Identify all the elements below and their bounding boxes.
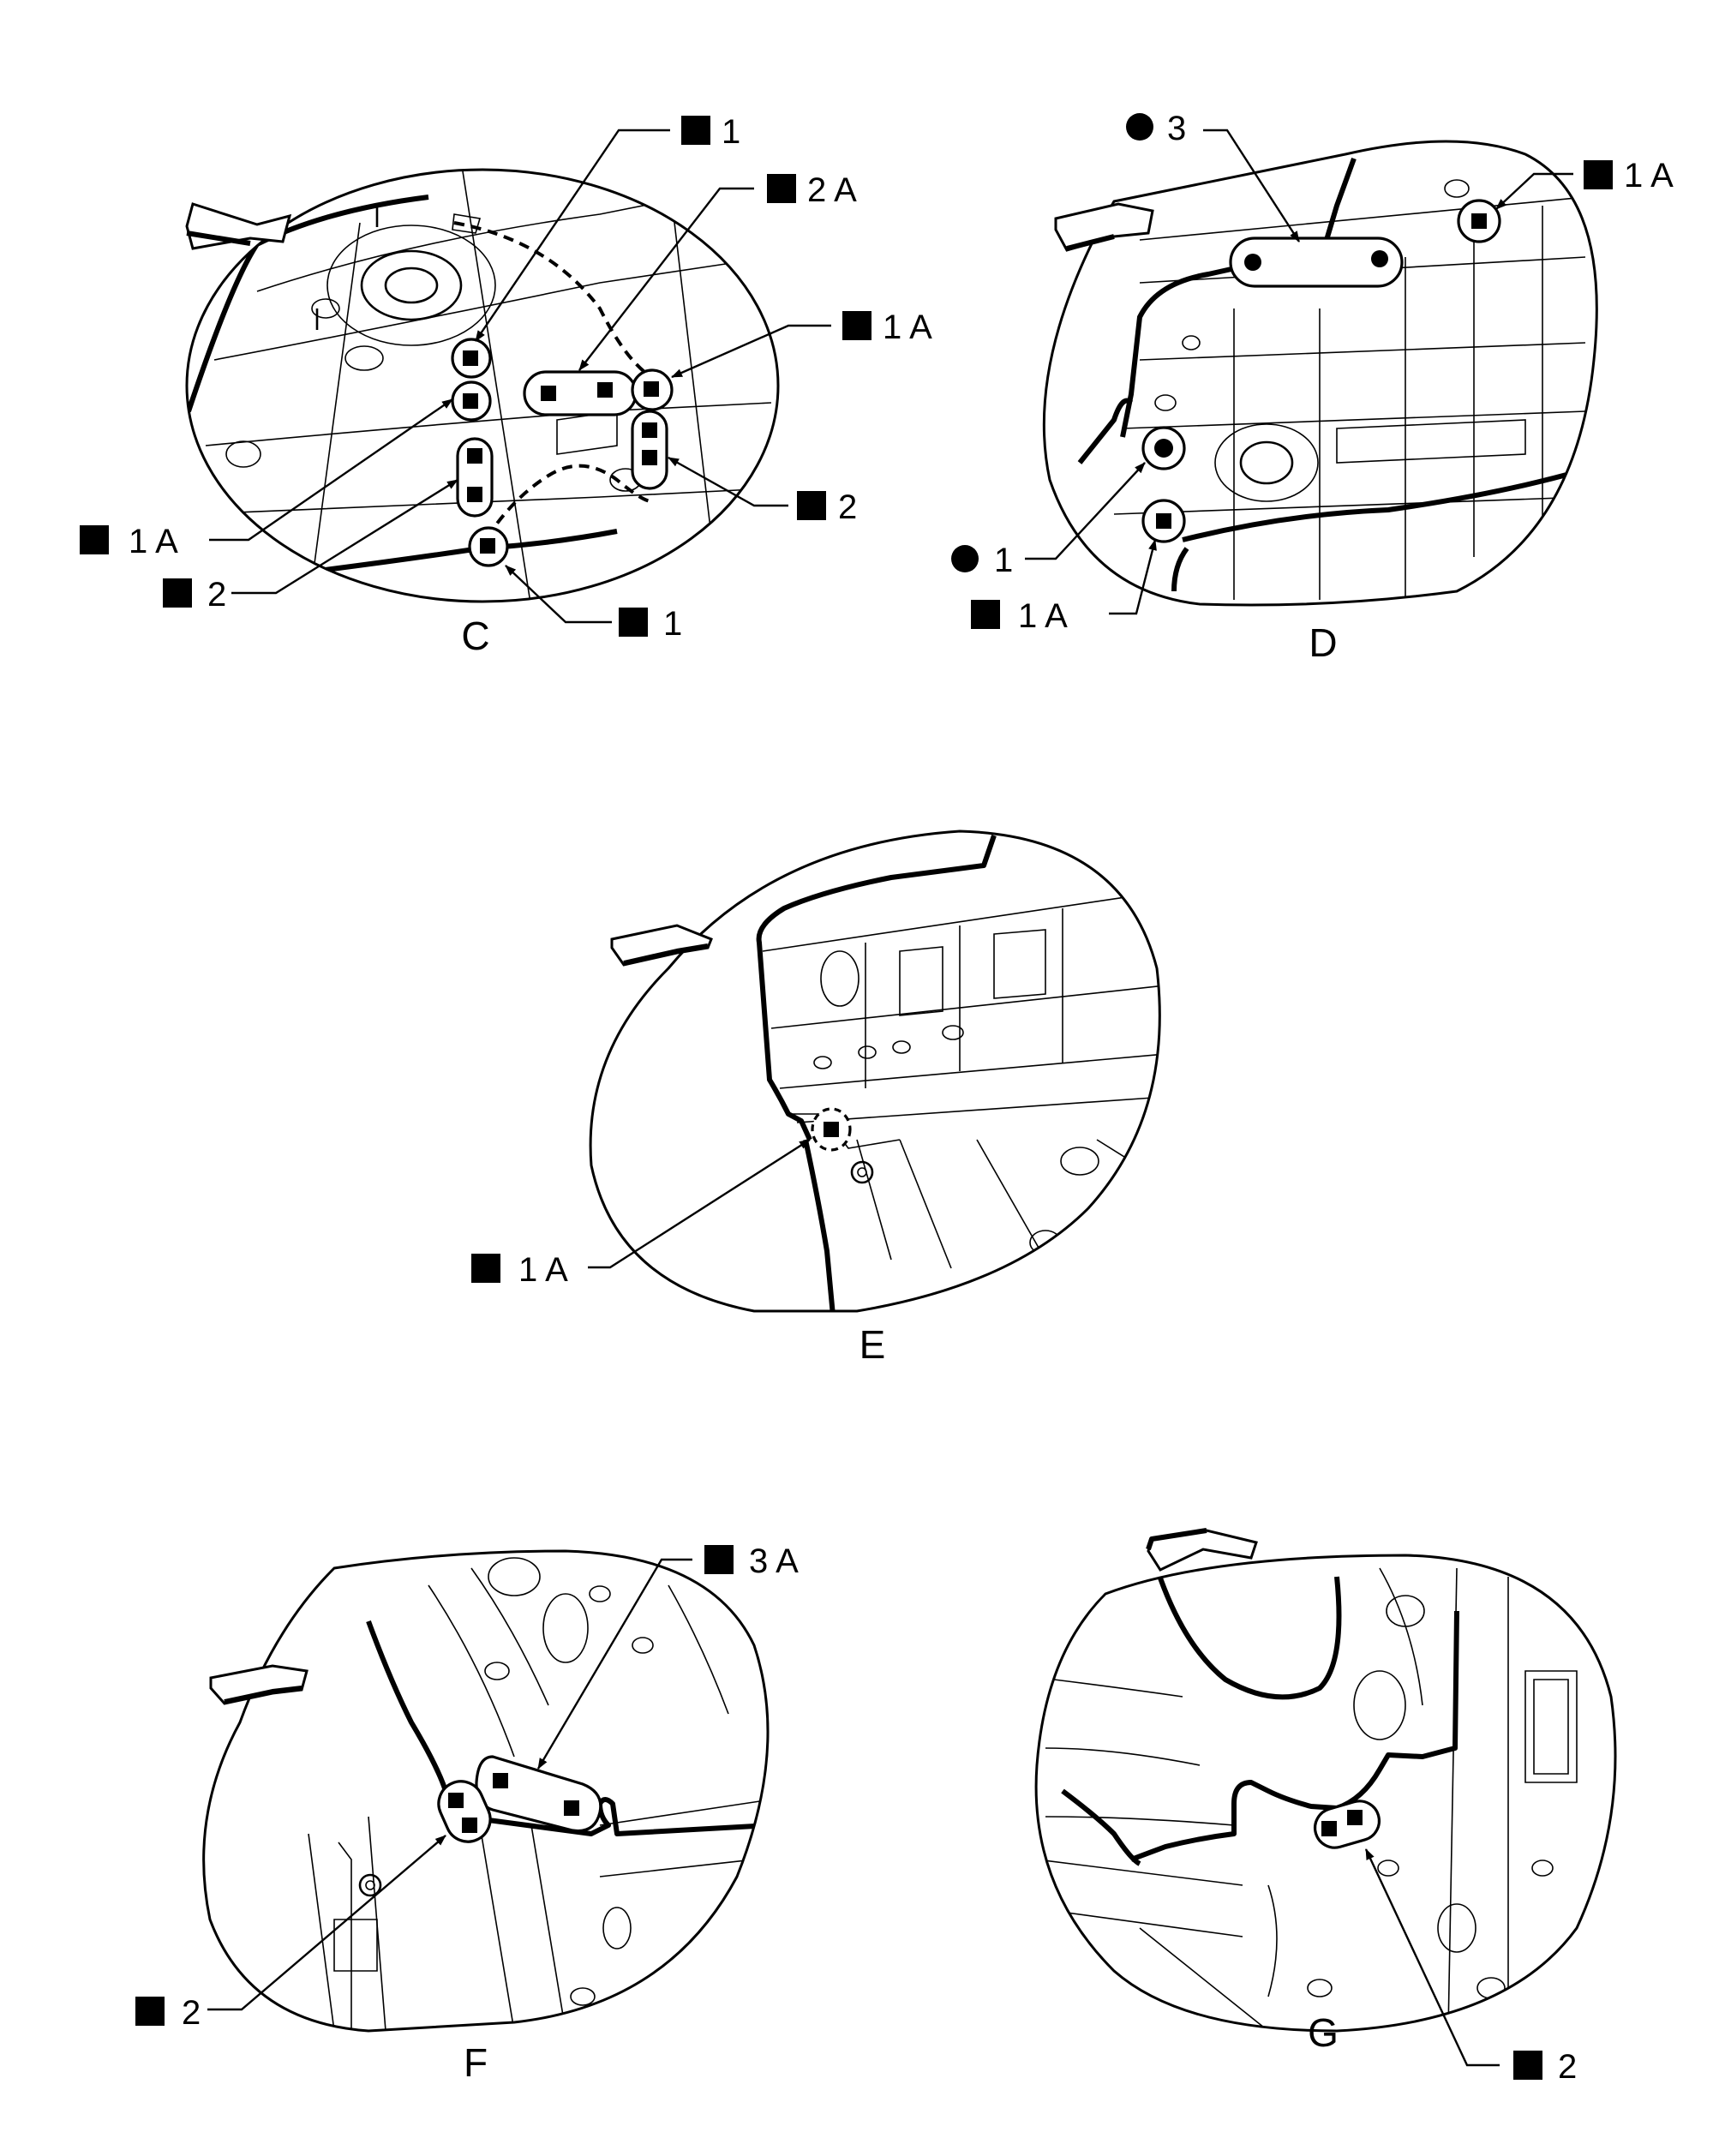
callout-d-1: 1 bbox=[994, 542, 1013, 579]
callout-c-2a: 2 A bbox=[807, 171, 857, 209]
callout-f-2: 2 bbox=[182, 1994, 201, 2032]
view-label-c: C bbox=[461, 614, 489, 658]
callout-c-top-1: 1 bbox=[722, 113, 740, 151]
callout-c-1a-left: 1 A bbox=[129, 523, 178, 560]
direction-arrow-d bbox=[1054, 202, 1154, 252]
callout-d-1a-bottom: 1 A bbox=[1018, 597, 1068, 635]
callout-c-2-right: 2 bbox=[838, 488, 857, 526]
view-c: 1 2 A 1 A 1 A 2 2 1 C bbox=[80, 113, 932, 658]
view-e: 1 A E bbox=[471, 829, 1161, 1367]
view-e-outline bbox=[589, 829, 1161, 1313]
view-g: 2 G bbox=[1034, 1528, 1617, 2086]
view-d-linework bbox=[1077, 157, 1595, 600]
view-g-linework bbox=[1036, 1567, 1578, 2031]
view-g-outline bbox=[1034, 1554, 1617, 2033]
callout-e-1a: 1 A bbox=[518, 1251, 568, 1289]
callout-c-1a-right: 1 A bbox=[883, 308, 932, 346]
view-label-g: G bbox=[1308, 2010, 1339, 2055]
view-d: 3 1 A 1 1 A D bbox=[951, 110, 1674, 665]
direction-arrow-g bbox=[1147, 1529, 1258, 1572]
view-label-e: E bbox=[860, 1322, 886, 1367]
callout-c-1-bottom: 1 bbox=[663, 605, 682, 643]
view-f: 3 A 2 F bbox=[135, 1542, 799, 2085]
callout-f-3a: 3 A bbox=[749, 1542, 799, 1580]
callout-d-1a-top: 1 A bbox=[1624, 157, 1674, 195]
callout-c-2-left: 2 bbox=[207, 576, 226, 614]
view-e-linework bbox=[756, 835, 1160, 1311]
callout-d-3: 3 bbox=[1167, 110, 1186, 147]
view-d-outline bbox=[1042, 140, 1598, 607]
callout-g-2: 2 bbox=[1558, 2048, 1577, 2086]
view-label-f: F bbox=[464, 2040, 488, 2085]
view-label-d: D bbox=[1309, 620, 1337, 665]
